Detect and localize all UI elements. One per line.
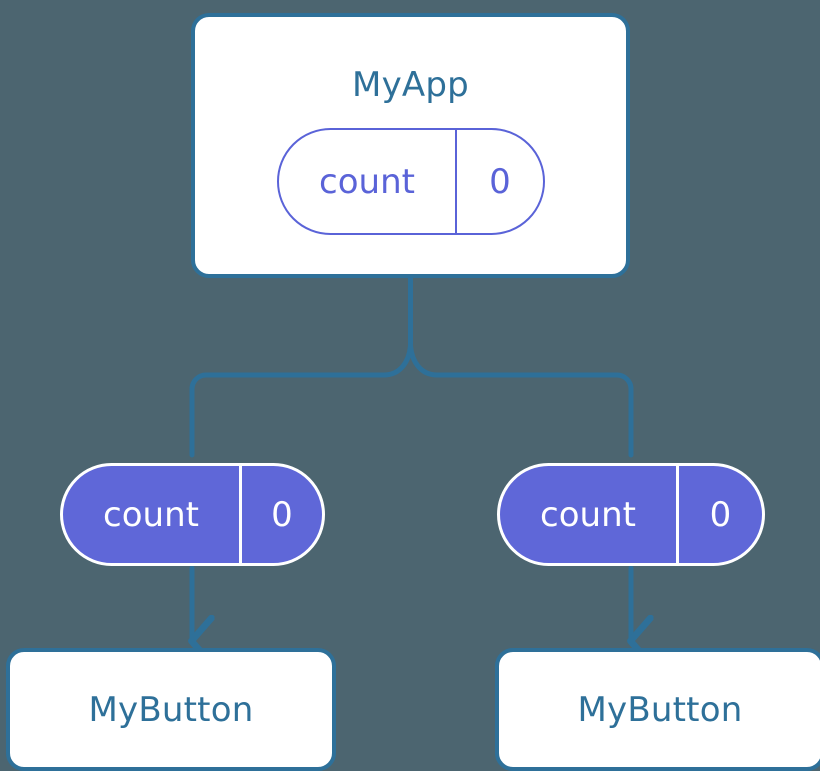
props-pill-key-right: count — [540, 494, 636, 535]
state-pill-value: 0 — [455, 130, 543, 233]
state-pill-key: count — [319, 161, 415, 202]
component-title-mybutton-right: MyButton — [577, 689, 743, 730]
component-box-mybutton-left[interactable]: MyButton — [6, 648, 336, 771]
props-pill-count-right[interactable]: count 0 — [497, 463, 765, 566]
props-pill-value-left: 0 — [239, 466, 322, 563]
component-title-myapp: MyApp — [352, 65, 469, 105]
connector-branch-left — [189, 343, 413, 458]
props-pill-count-left[interactable]: count 0 — [60, 463, 325, 566]
component-title-mybutton-left: MyButton — [88, 689, 254, 730]
props-pill-key-left: count — [103, 494, 199, 535]
connector-branch-right — [408, 343, 634, 458]
props-pill-value-right: 0 — [676, 466, 762, 563]
component-box-mybutton-right[interactable]: MyButton — [495, 648, 820, 771]
state-pill-count[interactable]: count 0 — [277, 128, 545, 235]
